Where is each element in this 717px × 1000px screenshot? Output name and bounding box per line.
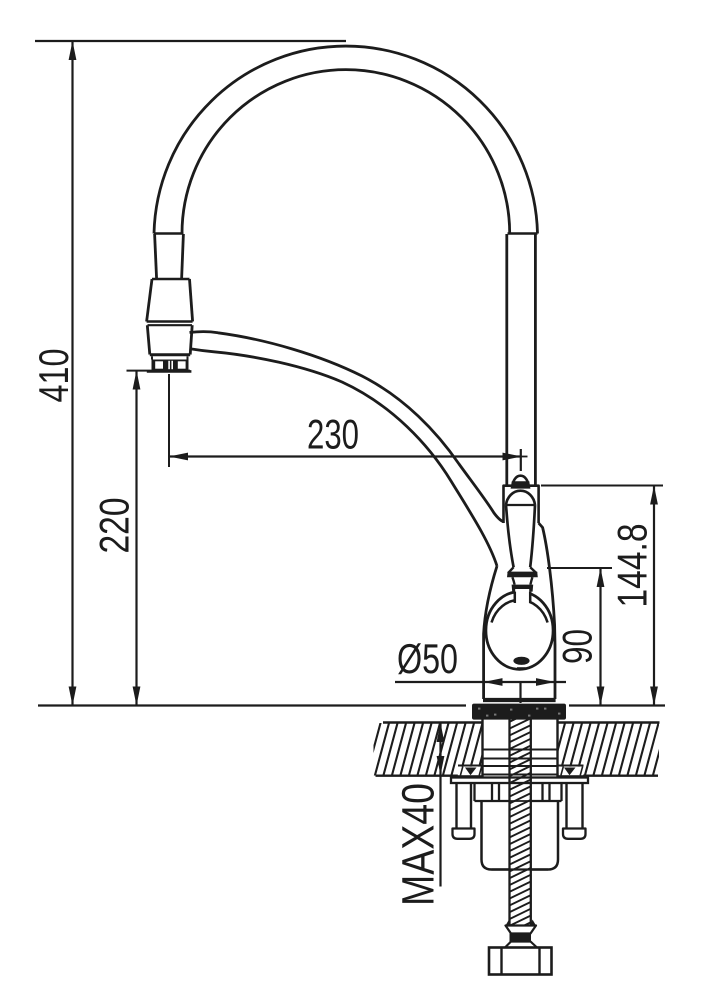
svg-text:230: 230 <box>307 411 359 458</box>
svg-text:90: 90 <box>554 629 601 664</box>
svg-text:MAX40: MAX40 <box>393 783 444 906</box>
svg-text:144.8: 144.8 <box>609 524 656 608</box>
svg-text:Ø50: Ø50 <box>397 635 458 682</box>
svg-text:410: 410 <box>30 349 77 403</box>
svg-text:220: 220 <box>91 498 138 554</box>
